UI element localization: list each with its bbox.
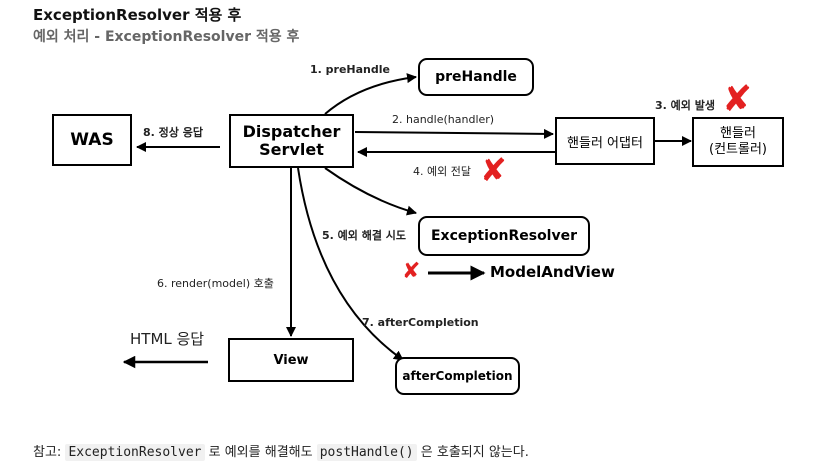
dispatcher-label-line2: Servlet [259, 140, 324, 159]
exception-resolver-box: ExceptionResolver [418, 216, 590, 256]
exception-pass-cross-icon: ✘ [480, 151, 507, 189]
html-response-label: HTML 응답 [130, 330, 205, 348]
arrow-after-completion [297, 167, 404, 361]
footnote-suffix: 은 호출되지 않는다. [416, 445, 529, 460]
prehandle-label: preHandle [435, 69, 517, 85]
exception-resolver-label: ExceptionResolver [430, 228, 578, 244]
footnote-code-exception-resolver: ExceptionResolver [65, 444, 205, 461]
dispatcher-servlet-box: Dispatcher Servlet [229, 114, 354, 168]
after-completion-box: afterCompletion [395, 357, 520, 395]
handler-box: 핸들러 (컨트롤러) [692, 117, 784, 167]
footnote-code-posthandle: postHandle() [316, 444, 417, 461]
arrow-resolve [324, 167, 417, 216]
diagram-subtitle: 예외 처리 - ExceptionResolver 적용 후 [33, 29, 300, 45]
step7-label: 7. afterCompletion [362, 316, 479, 329]
arrow-handle [354, 128, 554, 139]
step1-label: 1. preHandle [310, 63, 390, 76]
step5-label: 5. 예외 해결 시도 [322, 229, 407, 242]
model-and-view-label: ModelAndView [490, 263, 615, 281]
arrow-prehandle [324, 73, 417, 115]
was-box: WAS [52, 114, 132, 166]
was-label: WAS [70, 130, 114, 150]
view-box: View [228, 338, 354, 382]
step3-label: 3. 예외 발생 [655, 99, 715, 112]
model-and-view-cross-icon: ✘ [402, 259, 421, 284]
step8-label: 8. 정상 응답 [143, 126, 203, 139]
footnote-middle: 로 예외를 해결해도 [204, 445, 317, 460]
footnote-prefix: 참고: [33, 445, 66, 460]
handler-adapter-label: 핸들러 어댑터 [567, 135, 643, 151]
exception-cross-icon: ✘ [722, 79, 753, 120]
view-label: View [273, 352, 309, 368]
dispatcher-label-line1: Dispatcher [242, 121, 341, 141]
step4-label: 4. 예외 전달 [413, 165, 471, 178]
handler-label-line1: 핸들러 [720, 125, 756, 141]
footnote: 참고: ExceptionResolver 로 예외를 해결해도 postHan… [33, 441, 529, 461]
handler-adapter-box: 핸들러 어댑터 [555, 117, 655, 165]
after-completion-label: afterCompletion [402, 369, 513, 383]
step6-label: 6. render(model) 호출 [157, 277, 274, 290]
handler-label-line2: (컨트롤러) [709, 142, 767, 157]
step2-label: 2. handle(handler) [392, 113, 495, 126]
prehandle-box: preHandle [418, 58, 534, 96]
diagram-title: ExceptionResolver 적용 후 [33, 6, 242, 24]
